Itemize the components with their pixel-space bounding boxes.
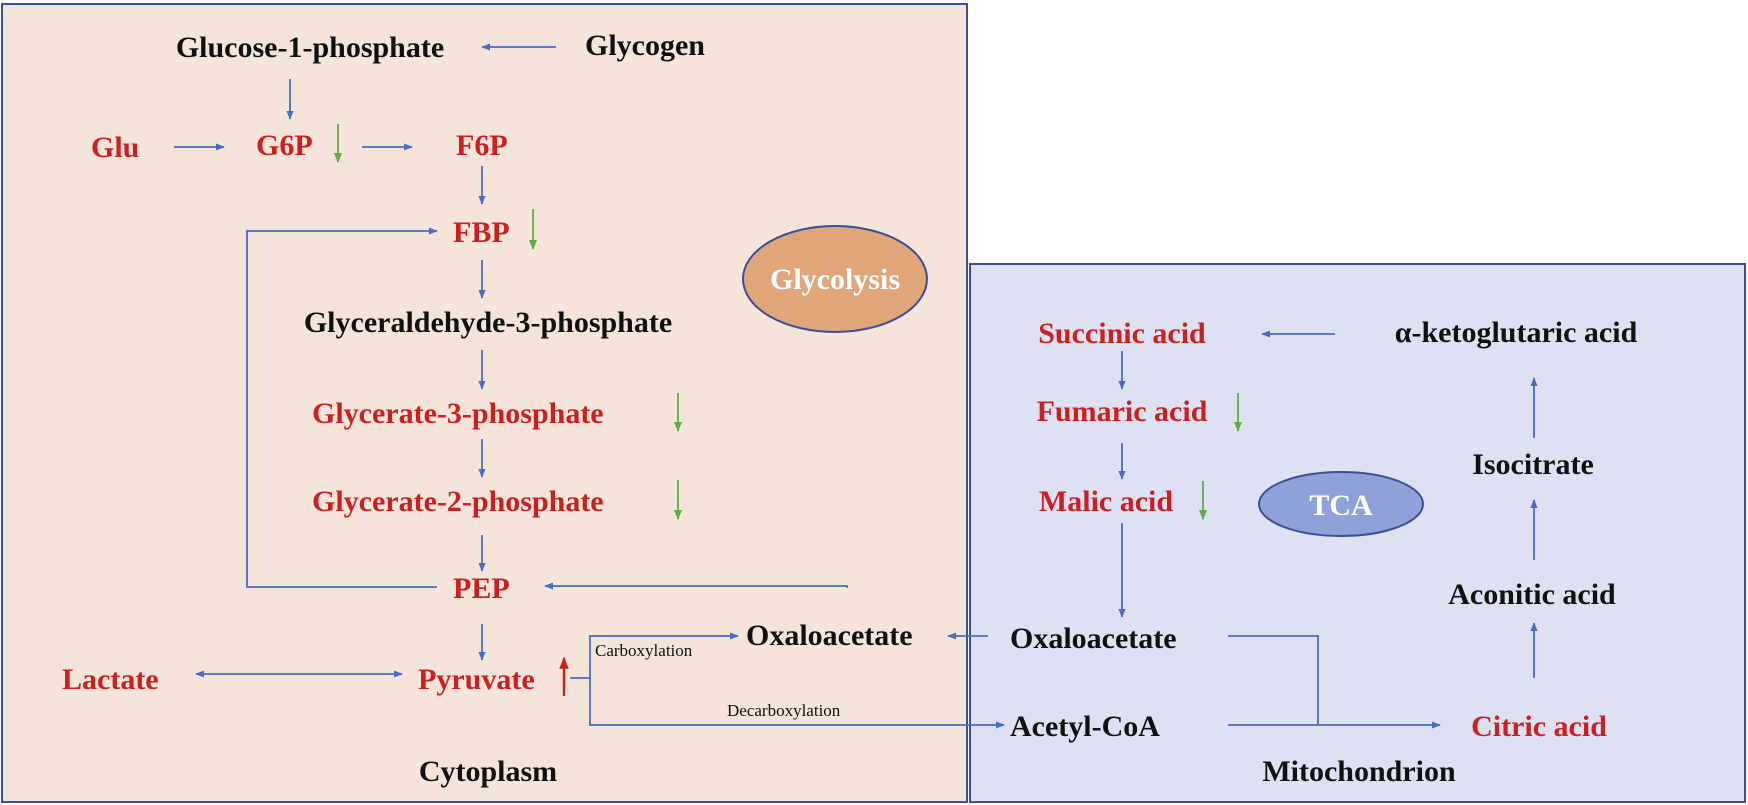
metabolite-glucose-1-phosphate: Glucose-1-phosphate <box>176 31 444 64</box>
metabolite-g6p: G6P <box>256 129 313 162</box>
reaction-arrows <box>174 43 1538 729</box>
regulation-arrows <box>334 124 1242 696</box>
metabolite-oxaloacetate-cytoplasm: Oxaloacetate <box>746 619 913 652</box>
arrow-oaa-to-citric <box>1228 635 1319 724</box>
metabolite-glu: Glu <box>91 131 139 164</box>
metabolite-isocitrate: Isocitrate <box>1472 448 1594 481</box>
metabolite-pyruvate: Pyruvate <box>418 663 535 696</box>
metabolite-acetyl-coa: Acetyl-CoA <box>1010 710 1160 743</box>
cytoplasm-title: Cytoplasm <box>419 755 557 788</box>
arrow-carboxylation <box>570 632 739 679</box>
arrow-pep-to-fbp-loop <box>246 227 438 588</box>
glycolysis-label: Glycolysis <box>770 263 900 296</box>
metabolite-lactate: Lactate <box>62 663 159 696</box>
metabolite-succinic-acid: Succinic acid <box>1038 317 1206 350</box>
metabolite-glyceraldehyde-3-phosphate: Glyceraldehyde-3-phosphate <box>304 306 672 339</box>
tca-label: TCA <box>1309 489 1373 522</box>
metabolite-fumaric-acid: Fumaric acid <box>1037 395 1208 428</box>
metabolite-alpha-ketoglutaric-acid: α-ketoglutaric acid <box>1395 316 1638 349</box>
arrow-oaa-to-pep <box>544 582 848 590</box>
metabolite-glycerate-2-phosphate: Glycerate-2-phosphate <box>312 485 604 518</box>
metabolite-fbp: FBP <box>453 216 510 249</box>
metabolite-glycerate-3-phosphate: Glycerate-3-phosphate <box>312 397 604 430</box>
metabolite-citric-acid: Citric acid <box>1471 710 1607 743</box>
mitochondrion-title: Mitochondrion <box>1262 755 1456 788</box>
metabolite-f6p: F6P <box>456 129 508 162</box>
arrow-decarboxylation <box>589 678 1005 729</box>
metabolite-malic-acid: Malic acid <box>1039 485 1173 518</box>
metabolite-pep: PEP <box>453 572 510 605</box>
metabolite-oxaloacetate-mitochondrion: Oxaloacetate <box>1010 622 1177 655</box>
cytoplasm-compartment <box>1 3 968 803</box>
metabolite-aconitic-acid: Aconitic acid <box>1448 578 1616 611</box>
glycolysis-ellipse <box>742 225 928 333</box>
metabolite-glycogen: Glycogen <box>585 29 705 62</box>
tca-ellipse <box>1258 471 1424 537</box>
reaction-carboxylation: Carboxylation <box>595 641 693 660</box>
reaction-decarboxylation: Decarboxylation <box>727 701 841 720</box>
